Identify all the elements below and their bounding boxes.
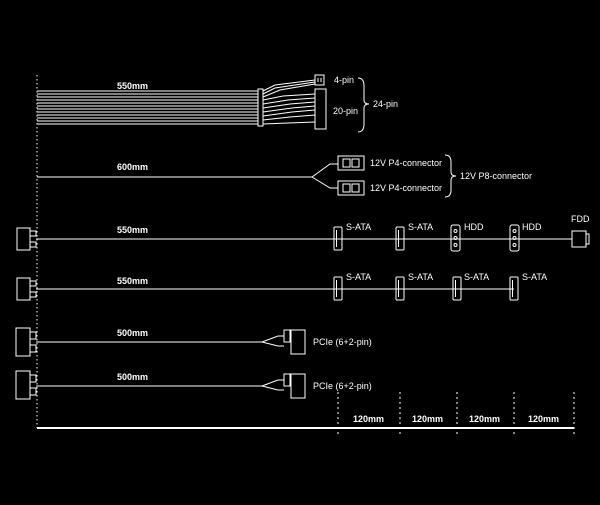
sata-hdd-label-4: HDD <box>522 222 542 232</box>
cpu-branch-top <box>311 163 338 178</box>
atx-cable-bundle <box>37 90 258 125</box>
cpu-branch-bottom <box>311 176 338 189</box>
cpu-cable <box>37 154 457 198</box>
cpu-p4-top-label: 12V P4-connector <box>370 158 442 168</box>
sata-connector-2 <box>395 226 405 251</box>
cpu-p4-connector-top <box>337 155 365 171</box>
sata-label-1: S-ATA <box>346 272 371 282</box>
atx-20pin-connector <box>314 88 327 130</box>
spacing-label-4: 120mm <box>528 414 559 424</box>
sata-psu-plug <box>16 277 31 301</box>
spacing-label-3: 120mm <box>469 414 500 424</box>
cpu-p4-bottom-label: 12V P4-connector <box>370 183 442 193</box>
sata-label-4: S-ATA <box>522 272 547 282</box>
sata-connector-b <box>395 276 405 301</box>
sata-connector-c <box>452 276 462 301</box>
pcie2-psu-plug <box>15 370 31 400</box>
pcie1-psu-plug <box>15 327 31 357</box>
pcie2-6pin-part <box>290 373 306 399</box>
sata-connector-a <box>333 276 343 301</box>
pcie2-label: PCIe (6+2-pin) <box>313 381 372 391</box>
pcie1-2pin-part <box>283 329 291 343</box>
cpu-p8-brace <box>444 154 457 198</box>
cpu-p8-label: 12V P8-connector <box>460 171 532 181</box>
sata-length-label: 550mm <box>117 276 148 286</box>
sata-hdd-psu-plug <box>16 227 31 251</box>
sata-hdd-label-1: S-ATA <box>346 222 371 232</box>
atx-fanout-wires <box>262 79 316 125</box>
atx-24pin-brace <box>357 77 370 133</box>
spacing-label-1: 120mm <box>353 414 384 424</box>
sata-hdd-label-3: HDD <box>464 222 484 232</box>
spacing-label-2: 120mm <box>412 414 443 424</box>
atx-4pin-connector <box>314 74 325 86</box>
atx-20pin-label: 20-pin <box>333 106 358 116</box>
sata-hdd-label-2: S-ATA <box>408 222 433 232</box>
hdd-molex-connector-1 <box>450 224 461 252</box>
fdd-connector <box>571 230 587 248</box>
sata-hdd-cable <box>16 224 590 252</box>
cpu-p4-connector-bottom <box>337 180 365 196</box>
pcie1-length-label: 500mm <box>117 328 148 338</box>
cpu-length-label: 600mm <box>117 162 148 172</box>
pcie-cable-1 <box>15 327 306 357</box>
sata-connector-d <box>509 276 519 301</box>
hdd-molex-connector-2 <box>509 224 520 252</box>
sata-hdd-length-label: 550mm <box>117 225 148 235</box>
pcie-cable-2 <box>15 370 306 400</box>
atx-length-label: 550mm <box>117 81 148 91</box>
sata-connector-1 <box>333 226 343 251</box>
pcie1-6pin-part <box>290 329 306 355</box>
pcie2-2pin-part <box>283 373 291 387</box>
pcie2-length-label: 500mm <box>117 372 148 382</box>
sata-label-2: S-ATA <box>408 272 433 282</box>
pcie1-label: PCIe (6+2-pin) <box>313 337 372 347</box>
fdd-label: FDD <box>571 214 590 224</box>
sata-cable <box>16 276 519 301</box>
sata-label-3: S-ATA <box>464 272 489 282</box>
atx-cable-sleeve <box>257 88 264 127</box>
spacing-ruler <box>37 392 575 436</box>
atx-24pin-label: 24-pin <box>373 99 398 109</box>
atx-4pin-label: 4-pin <box>334 75 354 85</box>
atx-cable <box>37 74 370 133</box>
